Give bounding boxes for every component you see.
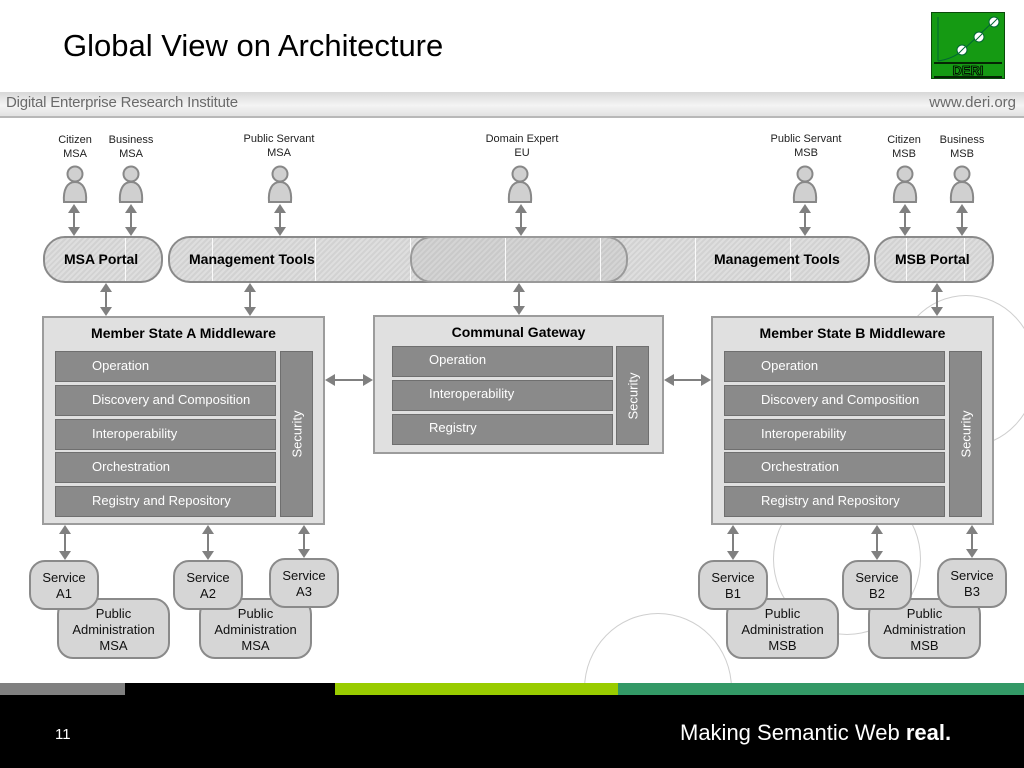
bidirectional-arrow-icon: [325, 374, 373, 386]
communal-gateway: Communal Gateway Operation Interoperabil…: [373, 315, 664, 454]
person-icon: [118, 165, 144, 203]
msa-portal-label: MSA Portal: [64, 251, 139, 267]
management-tools-overlap: [410, 236, 628, 283]
middleware-a: Member State A Middleware Operation Disc…: [42, 316, 325, 525]
security-layer: Security: [616, 346, 649, 445]
bidirectional-arrow-icon: [899, 204, 911, 236]
person-icon: [267, 165, 293, 203]
deri-logo: DERI: [931, 12, 1005, 79]
person-icon: [792, 165, 818, 203]
layer-registry-repository: Registry and Repository: [55, 486, 276, 517]
middleware-a-title: Member State A Middleware: [91, 325, 276, 341]
bidirectional-arrow-icon: [100, 283, 112, 316]
msa-portal-bar: [43, 236, 163, 283]
bidirectional-arrow-icon: [966, 525, 978, 558]
msb-portal-bar: [874, 236, 994, 283]
layer-operation: Operation: [55, 351, 276, 382]
bidirectional-arrow-icon: [931, 283, 943, 316]
layer-interoperability: Interoperability: [724, 419, 945, 450]
person-icon: [892, 165, 918, 203]
bidirectional-arrow-icon: [515, 204, 527, 236]
layer-registry: Registry: [392, 414, 613, 445]
bidirectional-arrow-icon: [274, 204, 286, 236]
management-tools-right-label: Management Tools: [714, 251, 840, 267]
bidirectional-arrow-icon: [244, 283, 256, 316]
footer: [0, 695, 1024, 768]
slide-title: Global View on Architecture: [63, 28, 444, 63]
layer-interoperability: Interoperability: [55, 419, 276, 450]
footer-bar-black: [125, 683, 335, 695]
footer-bar-green: [618, 683, 1024, 695]
deri-logo-icon: DERI: [934, 16, 1002, 78]
bidirectional-arrow-icon: [125, 204, 137, 236]
tagline: Making Semantic Web real.: [680, 720, 952, 745]
bidirectional-arrow-icon: [202, 525, 214, 560]
layer-orchestration: Orchestration: [724, 452, 945, 483]
middleware-b: Member State B Middleware Operation Disc…: [711, 316, 994, 525]
institute-name: Digital Enterprise Research Institute: [6, 94, 238, 111]
middleware-b-title: Member State B Middleware: [759, 325, 946, 341]
footer-bar-lime: [335, 683, 618, 695]
bidirectional-arrow-icon: [956, 204, 968, 236]
bidirectional-arrow-icon: [799, 204, 811, 236]
institute-banner: Digital Enterprise Research Institute ww…: [0, 92, 1024, 118]
bidirectional-arrow-icon: [68, 204, 80, 236]
bidirectional-arrow-icon: [664, 374, 711, 386]
bidirectional-arrow-icon: [727, 525, 739, 560]
institute-url[interactable]: www.deri.org: [929, 94, 1016, 111]
bidirectional-arrow-icon: [59, 525, 71, 560]
layer-interoperability: Interoperability: [392, 380, 613, 411]
bidirectional-arrow-icon: [298, 525, 310, 558]
layer-operation: Operation: [724, 351, 945, 382]
person-icon: [949, 165, 975, 203]
person-icon: [507, 165, 533, 203]
svg-text:DERI: DERI: [952, 63, 983, 78]
footer-bar-gray: [0, 683, 125, 695]
layer-discovery-composition: Discovery and Composition: [724, 385, 945, 416]
bidirectional-arrow-icon: [871, 525, 883, 560]
layer-registry-repository: Registry and Repository: [724, 486, 945, 517]
layer-orchestration: Orchestration: [55, 452, 276, 483]
management-tools-left-label: Management Tools: [189, 251, 315, 267]
communal-gateway-title: Communal Gateway: [451, 324, 586, 340]
page-number: 11: [55, 726, 71, 743]
person-icon: [62, 165, 88, 203]
layer-discovery-composition: Discovery and Composition: [55, 385, 276, 416]
layer-operation: Operation: [392, 346, 613, 377]
bidirectional-arrow-icon: [513, 283, 525, 315]
security-layer: Security: [949, 351, 982, 517]
msb-portal-label: MSB Portal: [895, 251, 970, 267]
security-layer: Security: [280, 351, 313, 517]
